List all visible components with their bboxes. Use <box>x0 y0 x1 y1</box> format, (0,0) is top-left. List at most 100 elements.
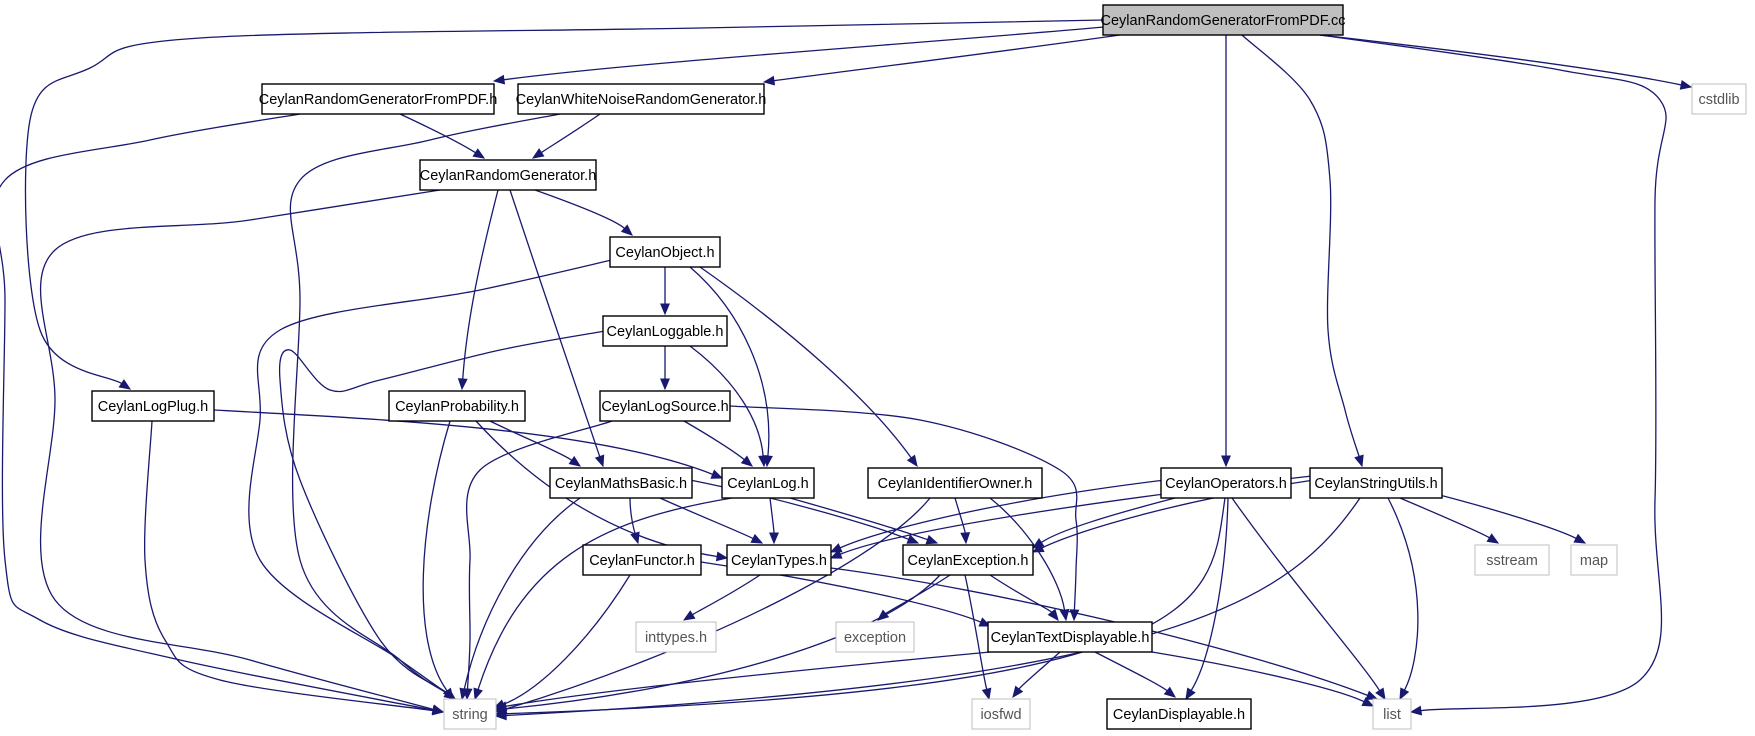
node-loggable-h[interactable]: CeylanLoggable.h <box>602 315 728 347</box>
edge-line <box>689 345 764 457</box>
edge-line <box>505 497 1361 717</box>
node-label: inttypes.h <box>645 630 707 646</box>
edge-arrowhead <box>978 617 992 627</box>
edge-line <box>1190 497 1229 691</box>
edge-arrowhead <box>960 532 971 545</box>
edge-arrowhead <box>1361 696 1375 707</box>
edge-loggable_h-to-logsrc_h <box>660 346 670 391</box>
edge-root-to-cstdlib <box>1319 34 1693 90</box>
node-pdf-h[interactable]: CeylanRandomGeneratorFromPDF.h <box>259 83 498 115</box>
edge-arrowhead <box>531 148 545 159</box>
edge-line <box>509 189 601 457</box>
node-label: CeylanTypes.h <box>731 553 827 569</box>
edge-arrowhead <box>1573 533 1587 544</box>
edge-obj_h-to-idowner_h <box>699 266 918 468</box>
node-list: list <box>1372 698 1412 730</box>
edge-arrowhead <box>492 74 506 85</box>
node-label: cstdlib <box>1698 92 1739 108</box>
node-log-h[interactable]: CeylanLog.h <box>721 467 815 499</box>
edge-arrowhead <box>442 687 454 701</box>
node-disp-h[interactable]: CeylanDisplayable.h <box>1106 698 1252 730</box>
node-box <box>635 621 717 653</box>
node-label: CeylanLogPlug.h <box>98 399 208 415</box>
edge-line <box>489 420 573 461</box>
edge-line <box>399 113 476 154</box>
edge-line <box>477 497 733 690</box>
edge-arrowhead <box>829 549 843 559</box>
edge-arrowhead <box>1486 533 1500 544</box>
node-exception: exception <box>835 621 915 653</box>
edge-line <box>1241 34 1360 457</box>
node-box <box>443 698 497 730</box>
node-box <box>261 83 495 115</box>
edge-strutils_h-to-map <box>1419 489 1587 544</box>
node-box <box>602 315 728 347</box>
edge-arrowhead <box>906 534 920 544</box>
edge-line <box>964 574 988 690</box>
node-strutils-h[interactable]: CeylanStringUtils.h <box>1309 467 1443 499</box>
node-label: exception <box>844 630 906 646</box>
node-functor-h[interactable]: CeylanFunctor.h <box>582 544 702 576</box>
node-box <box>726 544 832 576</box>
edge-line <box>0 113 434 711</box>
node-box <box>721 467 815 499</box>
edge-line <box>683 420 745 461</box>
edge-line <box>503 574 941 710</box>
edge-maths_h-to-functor_h <box>629 497 640 545</box>
edge-arrowhead <box>473 687 483 701</box>
edge-arrowhead <box>829 543 843 553</box>
node-box <box>609 236 721 268</box>
edge-log_h-to-types_h <box>769 497 779 545</box>
edge-line <box>503 26 1105 81</box>
node-types-h[interactable]: CeylanTypes.h <box>726 544 832 576</box>
node-label: CeylanTextDisplayable.h <box>991 630 1150 646</box>
node-wn-h[interactable]: CeylanWhiteNoiseRandomGenerator.h <box>516 83 767 115</box>
edge-line <box>213 409 713 475</box>
edge-line <box>659 497 754 540</box>
node-label: CeylanDisplayable.h <box>1113 707 1245 723</box>
edge-arrowhead <box>925 534 939 545</box>
node-ops-h[interactable]: CeylanOperators.h <box>1160 467 1292 499</box>
node-root[interactable]: CeylanRandomGeneratorFromPDF.cc <box>1101 4 1346 36</box>
edge-root-to-pdf_h <box>492 26 1105 85</box>
node-maths-h[interactable]: CeylanMathsBasic.h <box>549 467 693 499</box>
node-textdisp-h[interactable]: CeylanTextDisplayable.h <box>987 621 1153 653</box>
node-logplug-h[interactable]: CeylanLogPlug.h <box>91 390 215 422</box>
node-box <box>1372 698 1412 730</box>
edge-idowner_h-to-exc_h <box>954 497 971 545</box>
edge-line <box>463 497 581 690</box>
edge-ops_h-to-string <box>494 497 1226 719</box>
node-idowner-h[interactable]: CeylanIdentifierOwner.h <box>867 467 1043 499</box>
node-prob-h[interactable]: CeylanProbability.h <box>388 390 526 422</box>
edge-arrowhead <box>494 701 508 712</box>
node-label: iosfwd <box>980 707 1021 723</box>
edge-arrowhead <box>1375 687 1386 701</box>
node-exc-h[interactable]: CeylanException.h <box>902 544 1034 576</box>
edge-arrowhead <box>1185 687 1196 701</box>
edge-strutils_h-to-sstream <box>1399 497 1500 544</box>
edge-line <box>24 19 1105 385</box>
edge-line <box>278 330 606 694</box>
node-box <box>1102 4 1344 36</box>
edge-rg_h-to-maths_h <box>509 189 605 468</box>
node-logsrc-h[interactable]: CeylanLogSource.h <box>599 390 731 422</box>
node-box <box>549 467 693 499</box>
edge-arrowhead <box>431 705 445 716</box>
node-obj-h[interactable]: CeylanObject.h <box>609 236 721 268</box>
edge-line <box>885 574 951 615</box>
edge-idowner_h-to-textdisp_h <box>989 497 1070 622</box>
edge-arrowhead <box>750 533 764 544</box>
node-label: string <box>452 707 487 723</box>
edge-arrowhead <box>459 687 470 701</box>
edge-line <box>989 497 1066 611</box>
edge-arrowhead <box>981 687 992 701</box>
edge-root-to-wn_h <box>762 34 1121 86</box>
node-rg-h[interactable]: CeylanRandomGenerator.h <box>419 159 597 191</box>
edge-line <box>989 574 1053 613</box>
edge-line <box>789 497 928 541</box>
edge-rg_h-to-obj_h <box>534 189 633 236</box>
node-label: CeylanObject.h <box>615 245 714 261</box>
edge-arrowhead <box>1354 454 1364 468</box>
edge-textdisp_h-to-list <box>1151 651 1375 707</box>
edge-line <box>541 113 601 154</box>
